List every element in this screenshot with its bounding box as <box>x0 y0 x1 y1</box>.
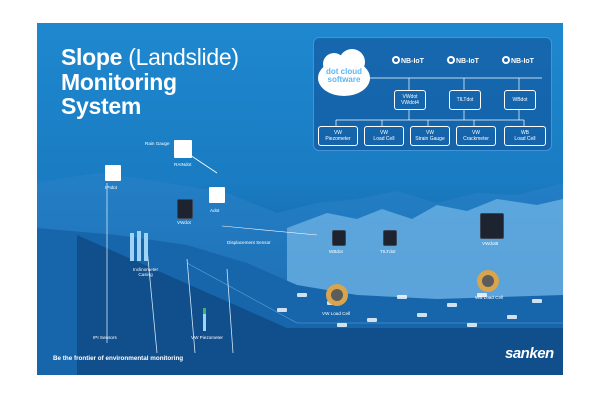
network-links <box>318 49 542 126</box>
label-adot: Adot <box>210 208 220 213</box>
page-title-line3: System <box>61 93 142 119</box>
label-ipi-sensors: IPI Sensors <box>93 335 117 340</box>
sensor-vw-crackmeter: VW Crackmeter <box>456 126 496 146</box>
page-title-line1: Slope (Landslide) <box>61 45 239 69</box>
cloud-label-line1: dot cloud <box>326 67 362 76</box>
tiltdot-device <box>383 230 397 246</box>
adot-device <box>209 187 225 203</box>
page-title-line2: Monitoring <box>61 69 177 95</box>
poster-background: Slope (Landslide) Monitoring System dot … <box>37 23 563 375</box>
sensor-vw-load-cell: VW Load Cell <box>364 126 404 146</box>
terrain-illustration <box>37 152 563 375</box>
sensor-vw-strain-gauge: VW Strain Gauge <box>410 126 450 146</box>
label-vw-load-cell: VW Load Cell <box>322 311 351 316</box>
vwdot8-device <box>480 213 504 239</box>
label-rain-gauge: Rain Gauge <box>145 141 170 146</box>
label-vwdot8: VWdot8 <box>482 241 499 246</box>
label-raindot: RAINdot <box>174 162 192 167</box>
label-vw-piezometer: VW Piezometer <box>191 335 223 340</box>
nbiot-icon <box>502 56 510 64</box>
gateway-wbdot: WBdot <box>504 90 536 110</box>
nbiot-label-3: NB-IoT <box>502 56 534 66</box>
label-wbdot: WBdot <box>329 249 343 254</box>
brand-logo: sanken <box>505 345 554 362</box>
label-inclinometer: Inclinometer Casing <box>133 267 159 277</box>
label-wb-load-cell: WB Load Cell <box>475 295 504 300</box>
footer-slogan: Be the frontier of environmental monitor… <box>53 355 184 362</box>
nbiot-label-2: NB-IoT <box>447 56 479 66</box>
cloud-label-line2: software <box>327 75 361 84</box>
nbiot-icon <box>392 56 400 64</box>
sensor-wb-load-cell: WB Load Cell <box>504 126 546 146</box>
label-vwdot: VWdot <box>177 220 191 225</box>
nbiot-label-1: NB-IoT <box>392 56 424 66</box>
gateway-vwdot: VWdot VWdot4 <box>394 90 426 110</box>
vwdot-device <box>177 199 193 219</box>
sensor-vw-piezometer: VW Piezometer <box>318 126 358 146</box>
label-displacement-sensor: Displacement Sensor <box>227 240 271 245</box>
network-panel: dot cloud software NB-IoT NB-IoT NB-IoT … <box>313 37 552 151</box>
title-bold: Slope <box>61 44 123 70</box>
title-light: (Landslide) <box>128 44 239 70</box>
raindot-device <box>174 140 192 158</box>
label-ipidot: IPIdot <box>105 185 118 190</box>
nbiot-icon <box>447 56 455 64</box>
gateway-tiltdot: TILTdot <box>449 90 481 110</box>
label-tiltdot: TILTdot <box>380 249 396 254</box>
ipidot-device <box>105 165 121 181</box>
wbdot-device <box>332 230 346 246</box>
